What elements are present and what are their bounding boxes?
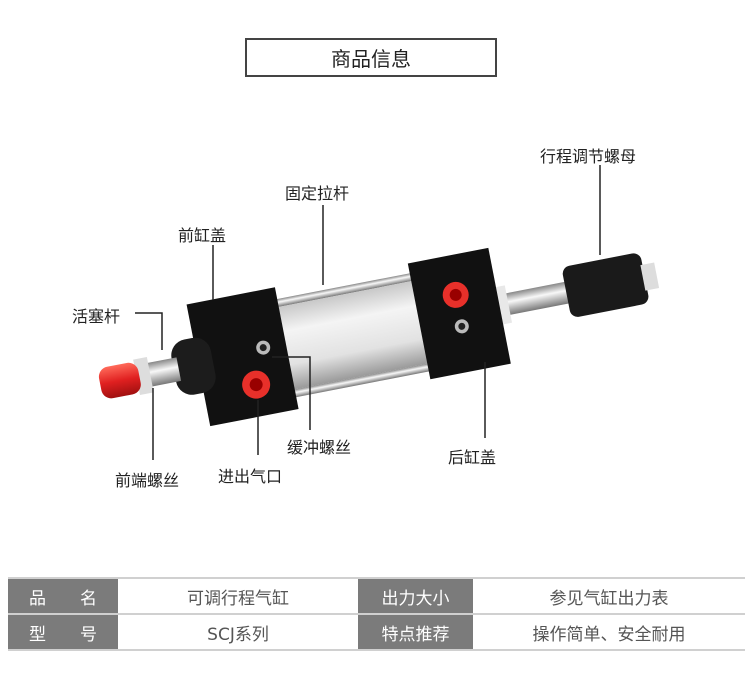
spec-value: 参见气缸出力表 (473, 577, 745, 615)
callout-air-port: 进出气口 (218, 467, 283, 486)
spec-value: 操作简单、安全耐用 (473, 614, 745, 651)
spec-key: 特点推荐 (358, 614, 473, 651)
red-cap (98, 362, 141, 399)
spec-key: 出力大小 (358, 577, 473, 615)
page-title: 商品信息 (245, 38, 497, 77)
callout-rear-cap: 后缸盖 (448, 448, 497, 467)
table-row: 型 号 SCJ系列 特点推荐 操作简单、安全耐用 (8, 614, 745, 651)
spec-value: 可调行程气缸 (118, 577, 358, 615)
callout-piston-rod: 活塞杆 (72, 307, 121, 326)
table-row: 品 名 可调行程气缸 出力大小 参见气缸出力表 (8, 577, 745, 615)
rear-cap-block (407, 247, 511, 380)
spec-key: 品 名 (8, 577, 118, 615)
front-cap-block (186, 287, 299, 427)
cylinder-barrel (273, 280, 433, 391)
leader-lines (135, 165, 601, 460)
tie-rod-top (272, 272, 417, 308)
callout-stroke-nut: 行程调节螺母 (540, 147, 637, 166)
piston-rod (147, 357, 182, 387)
front-bushing (171, 337, 216, 395)
callout-front-cap: 前缸盖 (178, 226, 227, 245)
callout-front-screw: 前端螺丝 (115, 471, 180, 490)
spec-table: 品 名 可调行程气缸 出力大小 参见气缸出力表 型 号 SCJ系列 特点推荐 操… (8, 577, 745, 651)
spec-value: SCJ系列 (118, 614, 358, 651)
callout-tie-rod: 固定拉杆 (285, 184, 350, 203)
spec-key: 型 号 (8, 614, 118, 651)
callout-cushion-screw: 缓冲螺丝 (287, 438, 352, 457)
tie-rod-bottom (289, 362, 434, 399)
stroke-adjust-nut (562, 253, 649, 317)
cylinder-illustration (98, 165, 660, 460)
rear-rod (495, 278, 589, 317)
